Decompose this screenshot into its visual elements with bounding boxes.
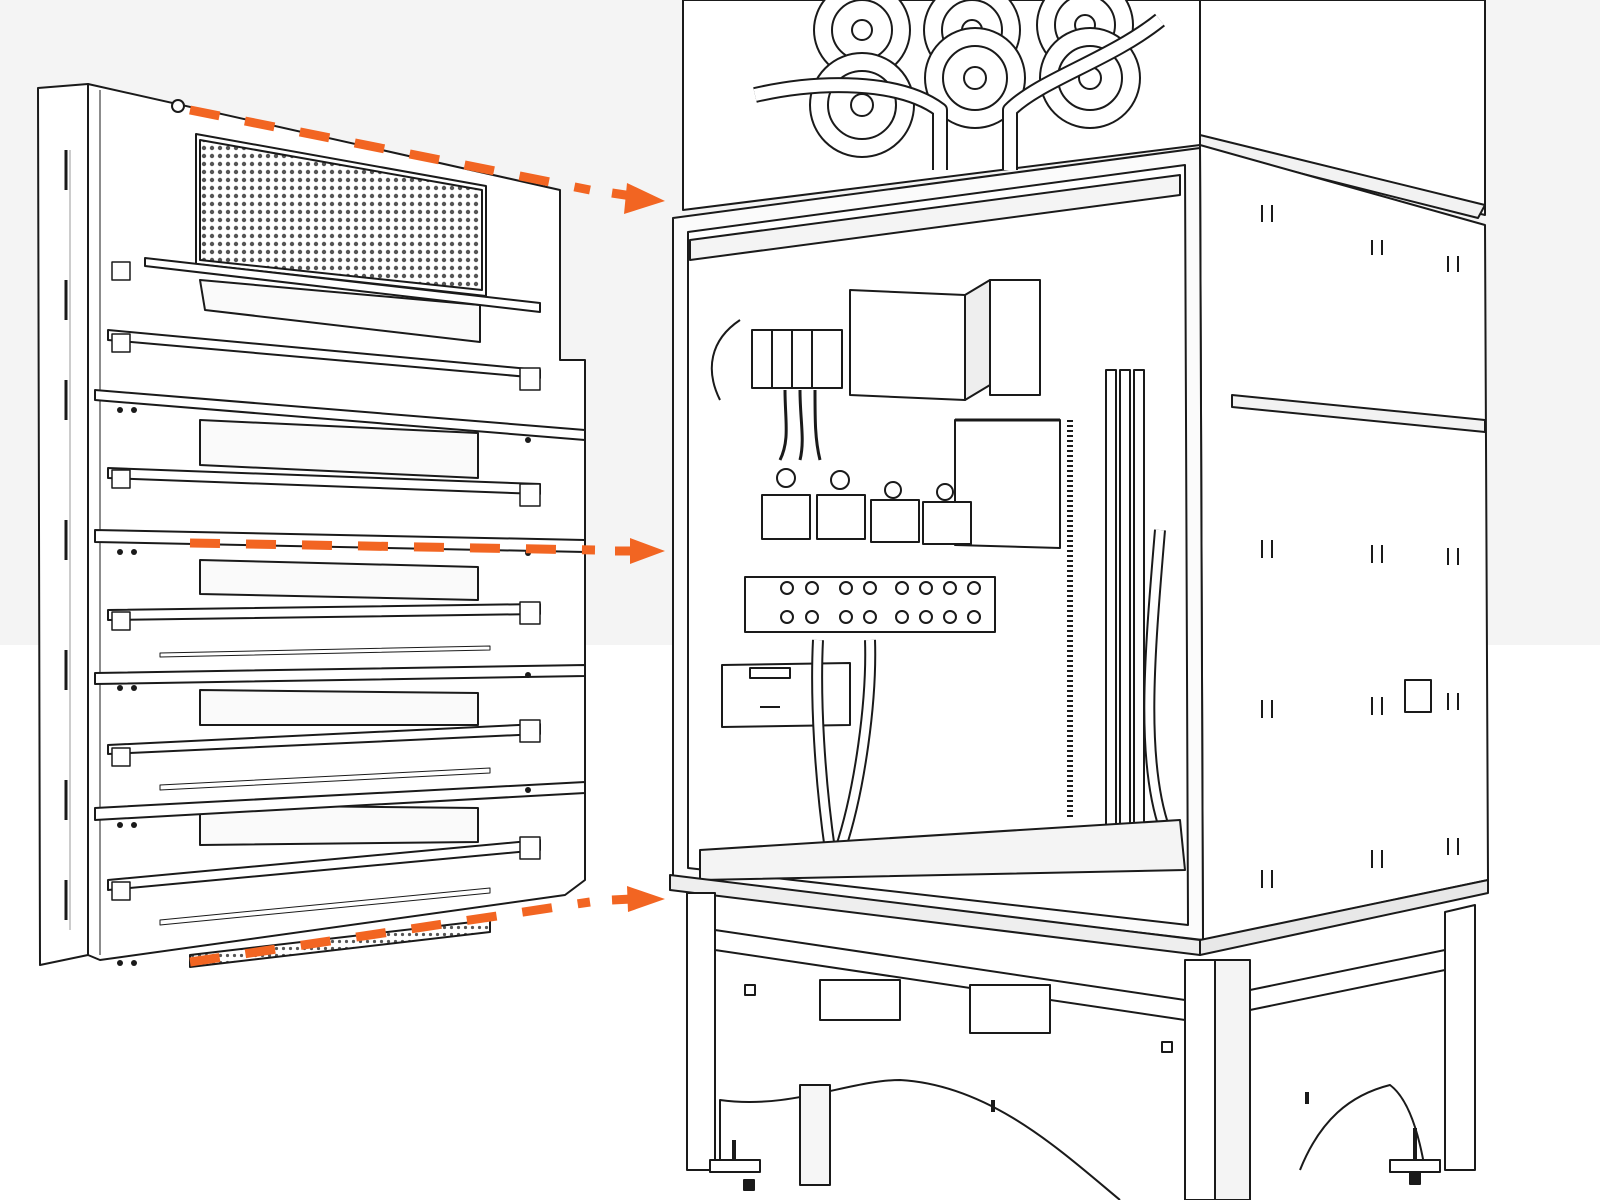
cross-rail bbox=[94, 467, 586, 553]
breakers bbox=[761, 468, 972, 545]
fan-icon bbox=[809, 52, 915, 158]
arrow-right-icon bbox=[611, 183, 665, 214]
side-panel bbox=[37, 83, 586, 968]
contactor-block bbox=[849, 279, 1041, 401]
ups-cabinet bbox=[669, 0, 1489, 1200]
leveling-feet bbox=[709, 1092, 1441, 1191]
surge-protector bbox=[751, 329, 843, 389]
panel-window bbox=[199, 279, 481, 343]
dashed-guide-middle bbox=[189, 538, 596, 555]
leveling-foot bbox=[709, 1140, 761, 1191]
leveling-foot bbox=[1389, 1128, 1441, 1185]
interface-board bbox=[721, 662, 851, 728]
panel-window bbox=[199, 804, 479, 846]
dashed-guide-bottom bbox=[189, 897, 591, 967]
panel-window bbox=[199, 419, 479, 479]
arrow-right-icon bbox=[615, 538, 665, 564]
assembly-guides bbox=[189, 105, 665, 967]
cross-rail bbox=[94, 603, 586, 685]
cabinet-side bbox=[1199, 144, 1489, 941]
panel-window bbox=[199, 559, 479, 601]
cross-rail bbox=[94, 723, 586, 821]
panel-window bbox=[199, 689, 479, 726]
dashed-guide-top bbox=[189, 105, 591, 195]
base-stand bbox=[686, 892, 1476, 1200]
fan-icon bbox=[924, 27, 1026, 129]
cross-rail bbox=[94, 257, 586, 441]
arrow-right-icon bbox=[611, 886, 665, 912]
terminal-block bbox=[744, 576, 996, 633]
